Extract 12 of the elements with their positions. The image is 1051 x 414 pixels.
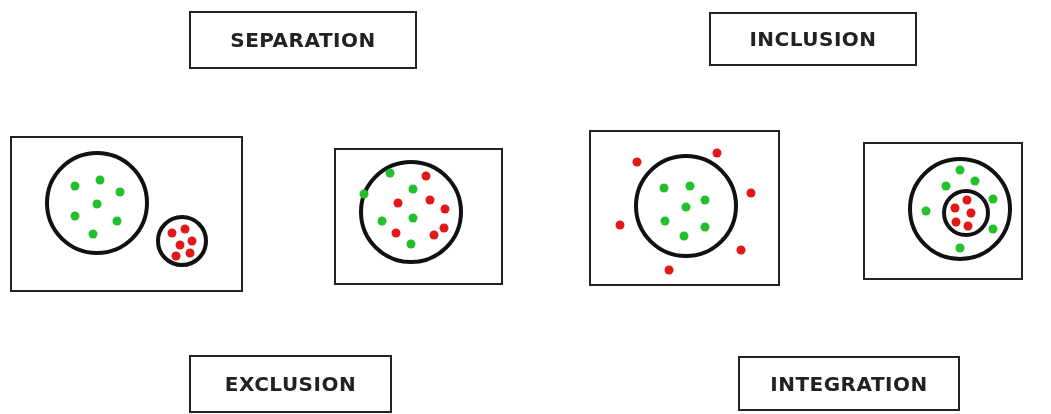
picture-frame xyxy=(589,130,780,286)
picture-frame xyxy=(863,142,1023,280)
heading-text: INCLUSION xyxy=(749,26,877,53)
title-box xyxy=(189,11,417,69)
title-box xyxy=(709,12,917,66)
heading-text: SEPARATION xyxy=(230,27,376,54)
title-box xyxy=(189,355,392,413)
heading-text: INTEGRATION xyxy=(770,370,928,398)
title-box xyxy=(738,356,960,411)
picture-frame xyxy=(10,136,243,292)
heading-text: EXCLUSION xyxy=(224,371,357,398)
picture-frame xyxy=(334,148,503,285)
